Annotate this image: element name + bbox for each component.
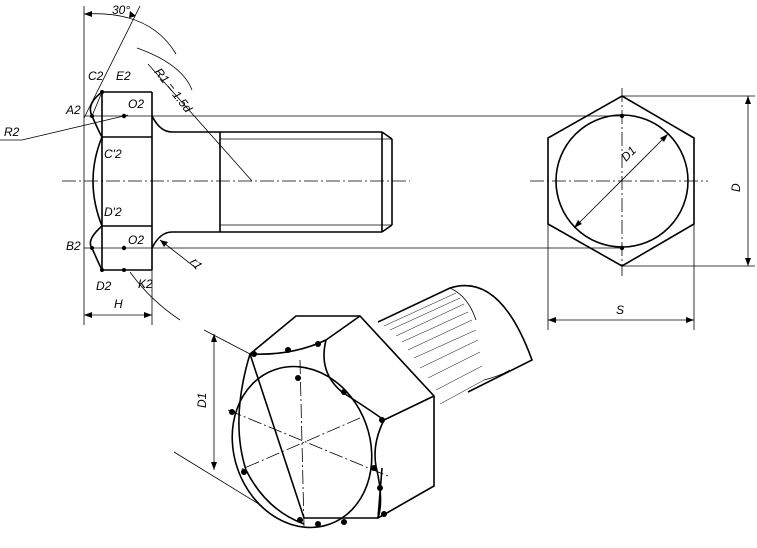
- label-o2-top: O2: [128, 97, 144, 111]
- label-c2: C2: [88, 69, 104, 83]
- isometric-view: [173, 284, 533, 529]
- label-d-dim: D: [729, 183, 743, 192]
- label-d2: D2: [96, 279, 112, 293]
- end-view: [530, 88, 751, 330]
- label-d1-end: D1: [618, 143, 639, 164]
- label-d2-prime: D'2: [104, 205, 122, 219]
- label-a2: A2: [65, 103, 81, 117]
- label-c2-prime: C'2: [104, 147, 122, 161]
- label-s-dim: S: [616, 303, 624, 317]
- label-e2: E2: [116, 69, 131, 83]
- label-d1-iso: D1: [195, 393, 209, 408]
- label-k2: K2: [138, 277, 153, 291]
- label-h: H: [114, 297, 123, 311]
- label-r2: R2: [4, 125, 20, 139]
- angle-label: 30°: [112, 3, 130, 17]
- label-r-small: r1: [188, 255, 206, 272]
- label-o2-bottom: O2: [128, 233, 144, 247]
- label-r1: R1 = 1.5d: [152, 65, 195, 115]
- front-view: [0, 5, 410, 325]
- projection-lines: [152, 95, 755, 267]
- label-b2: B2: [66, 239, 81, 253]
